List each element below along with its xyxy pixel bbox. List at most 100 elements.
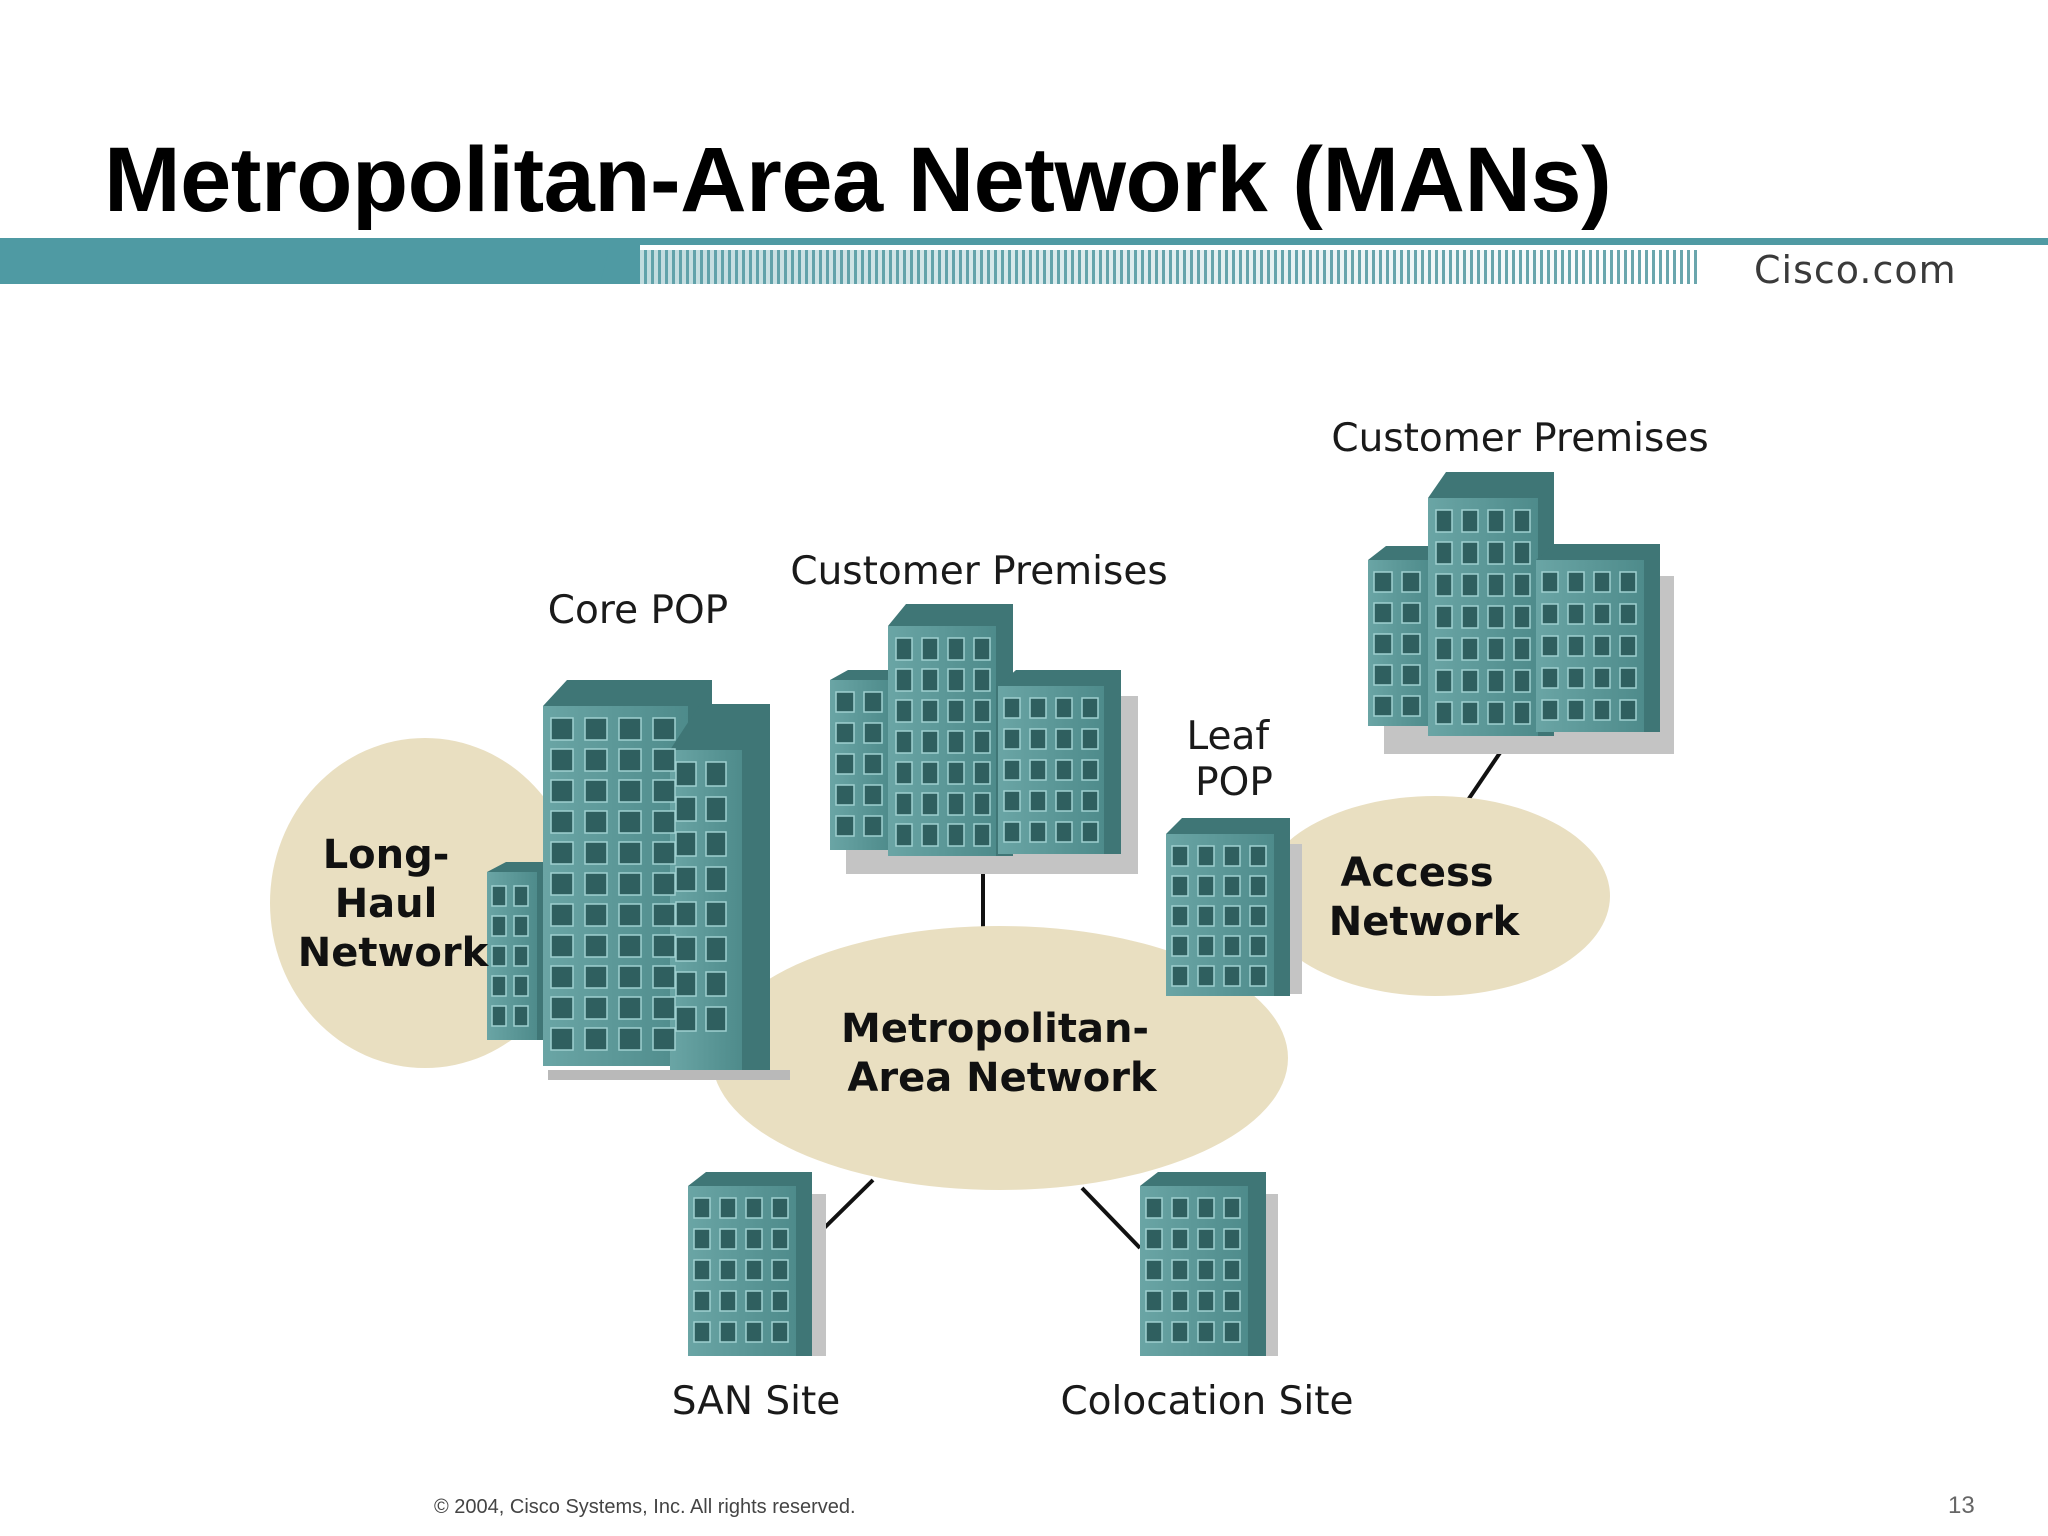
building-window bbox=[1373, 602, 1393, 624]
building-window bbox=[771, 1259, 789, 1281]
building-window bbox=[921, 761, 939, 785]
building-window bbox=[895, 730, 913, 754]
building-window bbox=[1487, 669, 1505, 693]
building-window bbox=[1081, 790, 1099, 812]
building-window bbox=[1249, 935, 1267, 957]
building-window bbox=[771, 1197, 789, 1219]
building-window bbox=[693, 1290, 711, 1312]
building-window bbox=[1401, 664, 1421, 686]
building-window bbox=[863, 815, 883, 837]
building-window bbox=[513, 945, 529, 967]
building-window bbox=[947, 668, 965, 692]
building-window bbox=[745, 1259, 763, 1281]
building-window bbox=[1487, 573, 1505, 597]
building-window bbox=[1029, 759, 1047, 781]
building-window bbox=[618, 779, 642, 803]
san-site-label: SAN Site bbox=[672, 1379, 841, 1424]
building-window bbox=[1197, 905, 1215, 927]
building-window bbox=[675, 761, 697, 787]
customer-premises-right-windows bbox=[1373, 509, 1637, 725]
building-window bbox=[1513, 669, 1531, 693]
building-window bbox=[1461, 509, 1479, 533]
building-window bbox=[1593, 667, 1611, 689]
building-window bbox=[513, 885, 529, 907]
building-window bbox=[771, 1321, 789, 1343]
building-window bbox=[1223, 1197, 1241, 1219]
access-network-cloud bbox=[1260, 796, 1610, 996]
building-window bbox=[1145, 1197, 1163, 1219]
building-window bbox=[1513, 509, 1531, 533]
building-window bbox=[550, 903, 574, 927]
building-window bbox=[550, 841, 574, 865]
building-window bbox=[618, 872, 642, 896]
building-window bbox=[550, 965, 574, 989]
building-window bbox=[1401, 602, 1421, 624]
building-window bbox=[1197, 1259, 1215, 1281]
building-window bbox=[921, 637, 939, 661]
building-window bbox=[1171, 1290, 1189, 1312]
building-window bbox=[584, 934, 608, 958]
building-window bbox=[705, 866, 727, 892]
building-window bbox=[550, 872, 574, 896]
building-window bbox=[618, 903, 642, 927]
building-window bbox=[1171, 1228, 1189, 1250]
customer-premises-center-windows bbox=[835, 637, 1099, 847]
building-window bbox=[973, 699, 991, 723]
building-window bbox=[675, 971, 697, 997]
link-metro-colocation bbox=[1080, 1186, 1142, 1250]
building-window bbox=[921, 730, 939, 754]
building-window bbox=[618, 965, 642, 989]
man-diagram: Long- Haul Network Metropolitan- Area Ne… bbox=[270, 416, 1709, 1424]
building-window bbox=[584, 779, 608, 803]
building-window bbox=[1029, 697, 1047, 719]
building-window bbox=[947, 761, 965, 785]
building-window bbox=[1197, 1290, 1215, 1312]
building-window bbox=[745, 1197, 763, 1219]
building-window bbox=[1171, 1321, 1189, 1343]
building-window bbox=[947, 637, 965, 661]
building-window bbox=[863, 722, 883, 744]
cisco-logo: Cisco.com bbox=[1754, 248, 1957, 292]
building-window bbox=[1513, 605, 1531, 629]
building-window bbox=[1619, 603, 1637, 625]
building-window bbox=[1435, 669, 1453, 693]
building-window bbox=[1567, 571, 1585, 593]
building-window bbox=[921, 668, 939, 692]
building-window bbox=[1223, 905, 1241, 927]
building-window bbox=[1401, 633, 1421, 655]
building-window bbox=[1593, 571, 1611, 593]
building-window bbox=[895, 637, 913, 661]
slide-title: Metropolitan-Area Network (MANs) bbox=[104, 129, 1612, 231]
building-window bbox=[1435, 509, 1453, 533]
building-window bbox=[1003, 790, 1021, 812]
building-window bbox=[1567, 603, 1585, 625]
building-window bbox=[1461, 573, 1479, 597]
building-window bbox=[835, 815, 855, 837]
building-window bbox=[675, 866, 697, 892]
building-window bbox=[1567, 635, 1585, 657]
building-window bbox=[550, 934, 574, 958]
building-window bbox=[491, 885, 507, 907]
building-window bbox=[1541, 635, 1559, 657]
building-window bbox=[973, 823, 991, 847]
building-window bbox=[693, 1197, 711, 1219]
leaf-pop-windows bbox=[1171, 845, 1267, 987]
building-window bbox=[835, 753, 855, 775]
building-window bbox=[705, 936, 727, 962]
building-window bbox=[618, 810, 642, 834]
building-window bbox=[705, 831, 727, 857]
building-window bbox=[1567, 699, 1585, 721]
building-window bbox=[1055, 697, 1073, 719]
building-window bbox=[1487, 701, 1505, 725]
building-window bbox=[584, 841, 608, 865]
building-window bbox=[1461, 701, 1479, 725]
building-window bbox=[584, 872, 608, 896]
building-window bbox=[1055, 759, 1073, 781]
building-window bbox=[1081, 759, 1099, 781]
building-window bbox=[1003, 759, 1021, 781]
building-window bbox=[1223, 1259, 1241, 1281]
building-window bbox=[705, 761, 727, 787]
building-window bbox=[1145, 1290, 1163, 1312]
building-window bbox=[1197, 1228, 1215, 1250]
building-window bbox=[1145, 1228, 1163, 1250]
